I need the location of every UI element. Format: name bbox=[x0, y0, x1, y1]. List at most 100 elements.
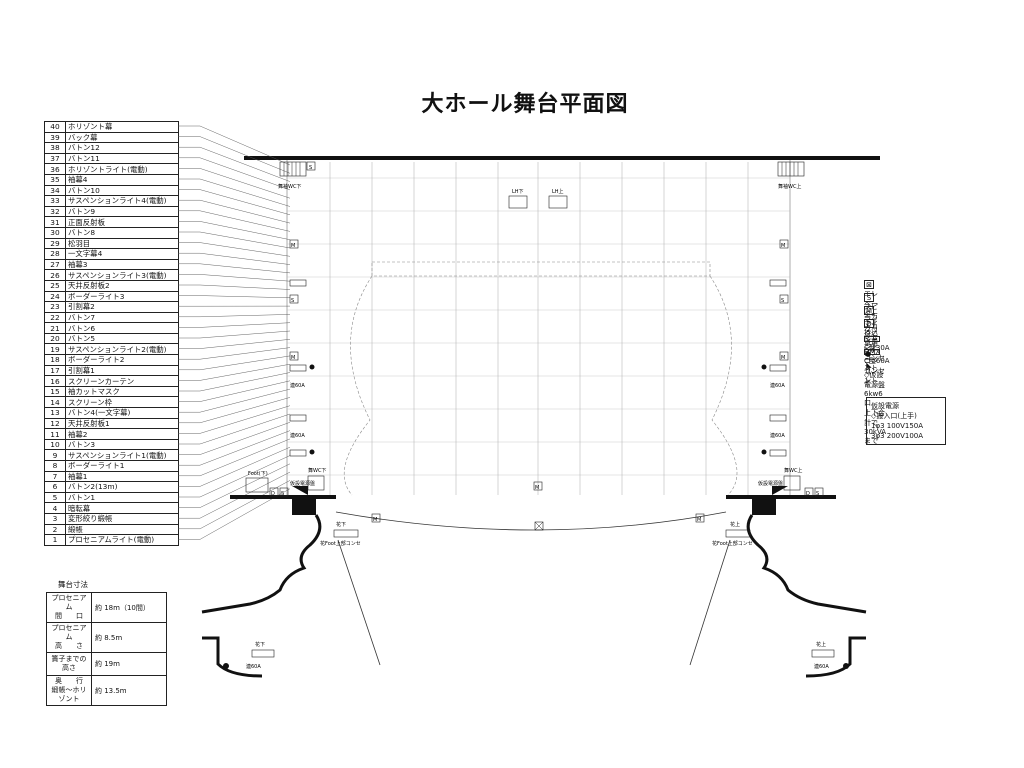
aisle-line-left bbox=[337, 539, 381, 666]
lh-right-label: LH上 bbox=[552, 188, 564, 195]
legend-item: ◣ ◇仮設電源盤 6kw6口 上下合計で30kVAまで bbox=[864, 361, 886, 446]
apron-sockets: 花下 花Foot上部コンセ 花上 花Foot上部コンセ bbox=[320, 521, 753, 547]
speaker-socket: S bbox=[281, 491, 284, 497]
curtain-outline bbox=[371, 261, 711, 277]
batten-name: ボーダーライト1 bbox=[65, 460, 179, 472]
batten-name: スクリーンカーテン bbox=[65, 375, 179, 387]
c60-label: 連60A bbox=[770, 382, 785, 389]
legend-item: D持込卓用DMXコンセント bbox=[864, 319, 884, 386]
leader-line bbox=[178, 455, 291, 498]
batten-leader-lines bbox=[178, 125, 291, 540]
batten-name: サスペンションライト2(電動) bbox=[65, 343, 179, 356]
c60-label: 連60A bbox=[770, 432, 785, 439]
dimension-row: プロセニアム 高 さ約 8.5m bbox=[46, 622, 167, 653]
speaker-socket: S bbox=[816, 491, 819, 497]
wc-right-label: 舞袖WC上 bbox=[778, 183, 801, 190]
speaker-socket: S bbox=[291, 298, 294, 304]
legend-symbol: ● bbox=[864, 349, 880, 358]
leader-line bbox=[178, 322, 291, 328]
leader-line bbox=[178, 136, 291, 174]
mic-socket: M bbox=[781, 355, 785, 361]
dimension-key: プロセニアム 間 口 bbox=[46, 592, 92, 623]
leader-line bbox=[178, 252, 291, 265]
temporary-power-line: 3φ3 200V100A bbox=[871, 432, 924, 440]
pit-wall-right bbox=[805, 636, 866, 678]
batten-name: ボーダーライト2 bbox=[65, 354, 179, 366]
batten-name: 袖幕2 bbox=[65, 428, 179, 440]
legend-symbol: ◣ bbox=[866, 361, 872, 369]
leader-line bbox=[178, 388, 291, 413]
proscenium-line-right bbox=[726, 495, 836, 499]
leader-line bbox=[178, 330, 291, 339]
curtain-right-drape bbox=[709, 275, 738, 496]
batten-name: バトン6 bbox=[65, 322, 179, 334]
curtain-left-drape bbox=[344, 275, 373, 496]
leader-line bbox=[178, 430, 291, 466]
leader-line bbox=[178, 221, 291, 240]
leader-line bbox=[178, 446, 291, 487]
leader-line bbox=[178, 314, 291, 318]
pit-right-label: 花上 bbox=[816, 641, 826, 648]
leader-line bbox=[178, 125, 291, 166]
leader-line bbox=[178, 413, 291, 445]
mic-socket: M bbox=[535, 485, 539, 491]
aisle-line-right bbox=[689, 539, 731, 666]
legend-label: 持込卓用DMXコンセント bbox=[864, 329, 881, 385]
leader-line bbox=[178, 339, 291, 349]
power-box-left-label: 仮設電源盤 bbox=[290, 480, 315, 487]
flip-note-left: 花Foot上部コンセ bbox=[320, 540, 361, 547]
leader-line bbox=[178, 397, 291, 424]
leader-line bbox=[178, 157, 291, 191]
batten-name: 袖カットマスク bbox=[65, 385, 179, 398]
batten-name: 一文字幕4 bbox=[65, 248, 179, 260]
leader-line bbox=[178, 284, 291, 290]
mic-socket: M bbox=[291, 243, 295, 249]
leader-line bbox=[178, 168, 291, 199]
leader-line bbox=[178, 178, 291, 207]
stage-dimensions-label: 舞台寸法 bbox=[58, 580, 88, 589]
leader-line bbox=[178, 295, 291, 299]
legend-label: ◇仮設電源盤 6kw6口 上下合計で30kVAまで bbox=[864, 371, 887, 445]
connector-top-left: S 舞袖WC下 bbox=[278, 161, 316, 190]
legend-item: C型30Aコンセント bbox=[864, 335, 890, 373]
lh-left-label: LH下 bbox=[512, 189, 524, 195]
dimension-value: 約 18m（10間） bbox=[91, 592, 167, 623]
dmx-socket: D bbox=[271, 491, 275, 497]
downstage-left-panels: Foot(下) 舞WC下 仮設電源盤 bbox=[245, 467, 326, 495]
dimension-row: 奥 行 緞帳〜ホリゾント約 13.5m bbox=[46, 675, 167, 706]
legend-label: C型60Aコンセント bbox=[864, 357, 890, 385]
leader-line bbox=[178, 380, 291, 402]
batten-name: バトン3 bbox=[65, 438, 179, 451]
leader-line bbox=[178, 480, 291, 530]
batten-name: 引割幕2 bbox=[65, 301, 179, 313]
leader-line bbox=[178, 347, 291, 360]
flip-right-label: 花上 bbox=[730, 521, 740, 528]
legend-item: Mマイクコンセント bbox=[864, 306, 884, 355]
dimension-key: 簀子までの高さ bbox=[46, 652, 92, 676]
c60-label: 連60A bbox=[290, 432, 305, 439]
dimension-value: 約 13.5m bbox=[91, 675, 167, 706]
flip-left-label: 花下 bbox=[336, 521, 346, 528]
power-box-right-label: 仮設電源盤 bbox=[758, 480, 783, 487]
leader-line bbox=[178, 146, 291, 182]
c30a-sockets: 連60A 連60A 連60A 連60A bbox=[289, 279, 787, 457]
batten-name: 袖幕1 bbox=[65, 470, 179, 483]
leader-line bbox=[178, 422, 291, 455]
batten-name: スクリーン枠 bbox=[65, 396, 179, 409]
batten-name: バトン5 bbox=[65, 332, 179, 345]
temporary-power-line: ◇搬入口(上手) bbox=[871, 412, 917, 420]
mic-socket: M bbox=[781, 243, 785, 249]
